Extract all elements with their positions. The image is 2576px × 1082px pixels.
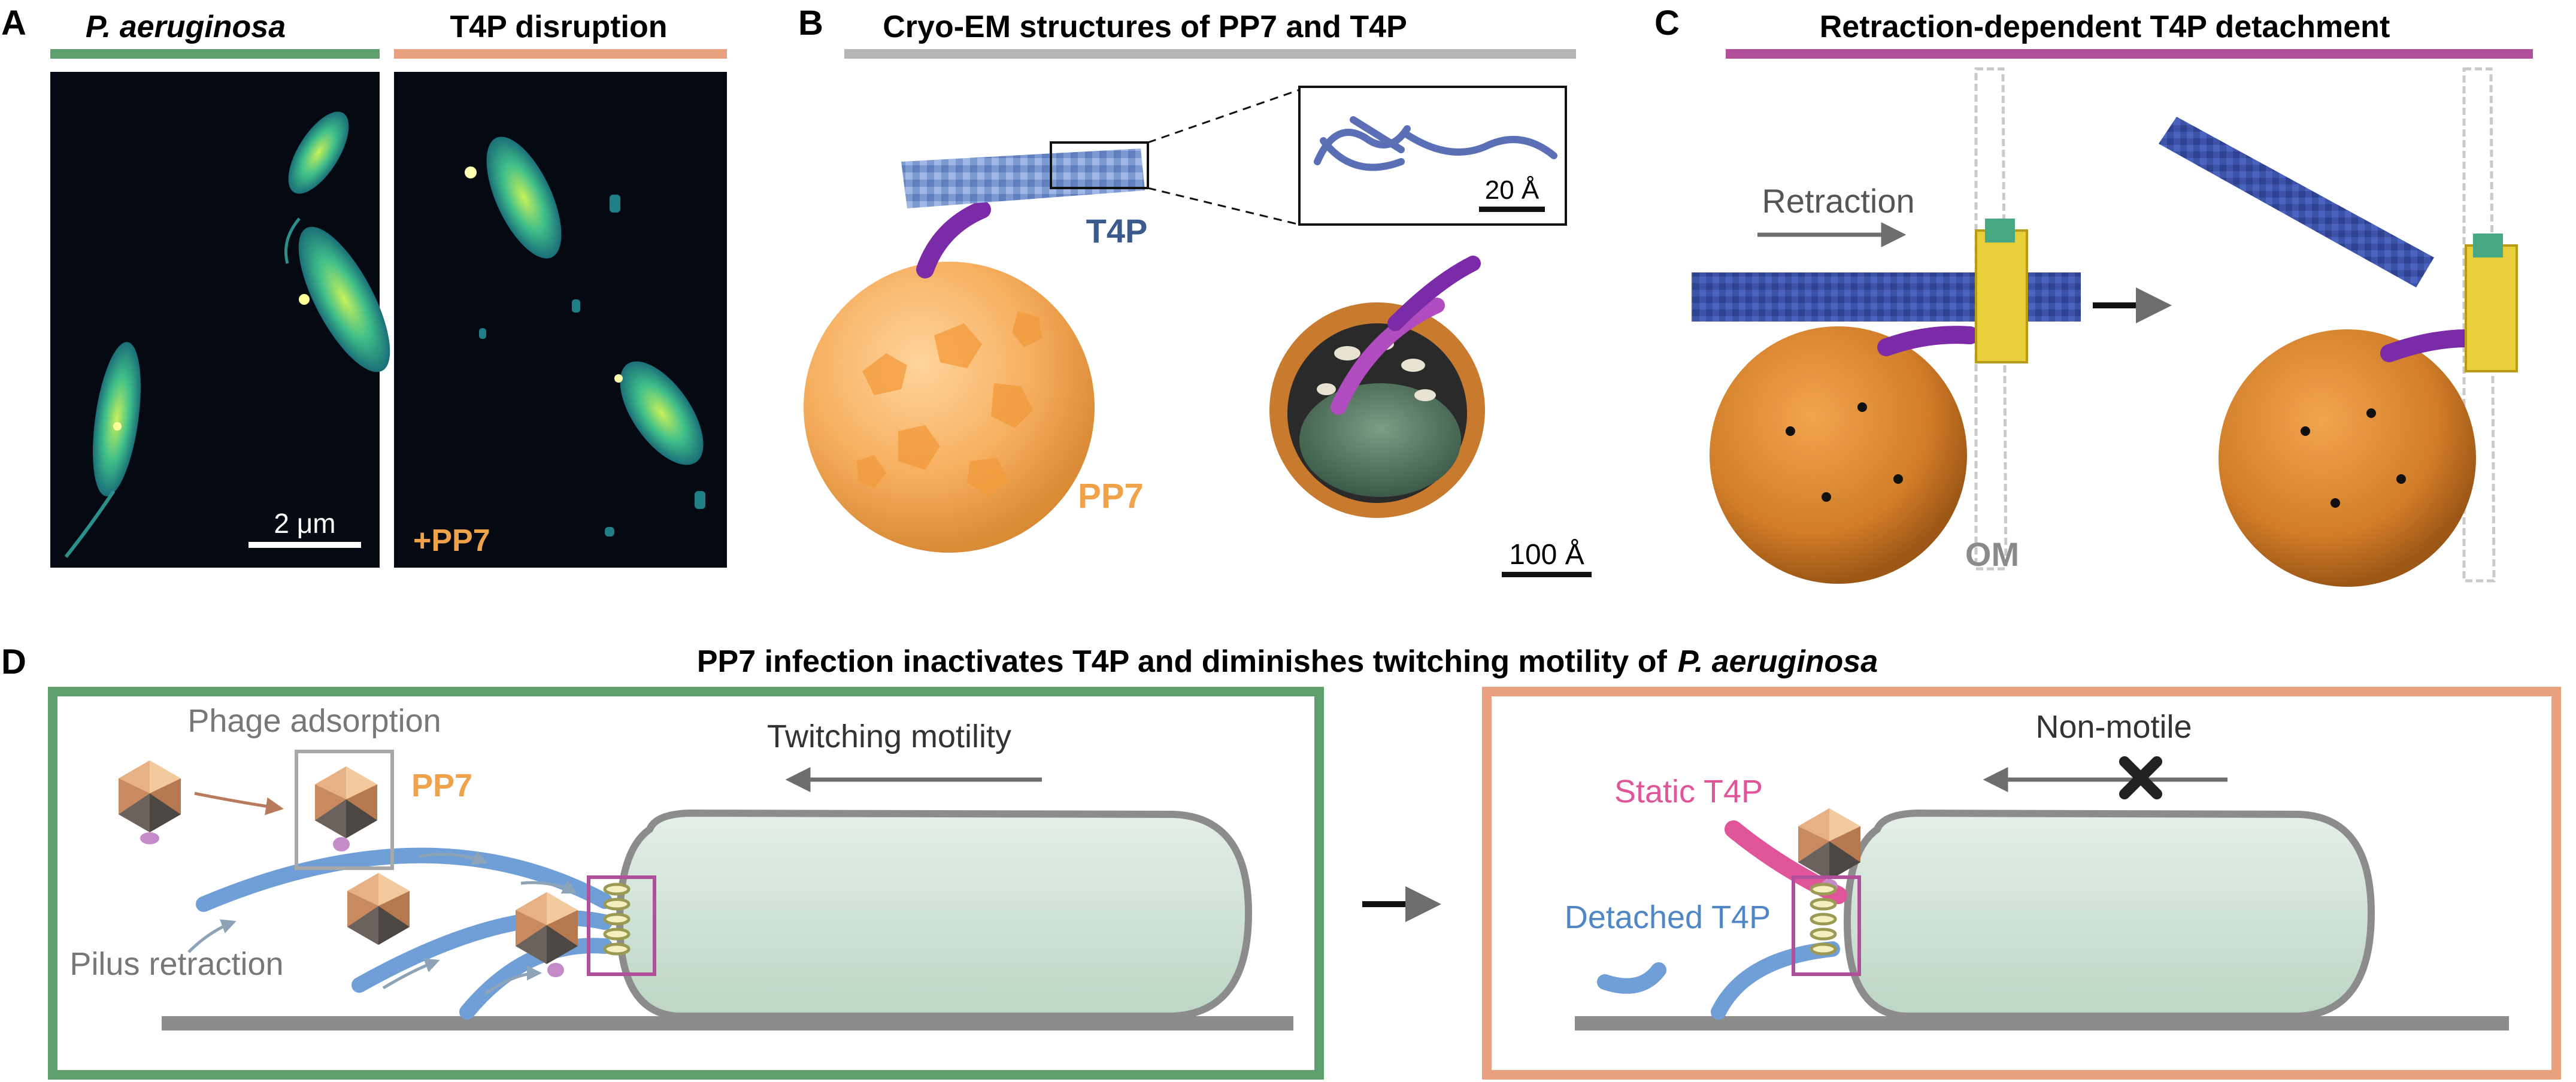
panel-d-title: PP7 infection inactivates T4P and dimini…: [697, 644, 1878, 679]
t4p-machinery-left: [603, 883, 631, 956]
inset-selection-box: [1050, 141, 1149, 189]
t4p-filament-detached: [2159, 117, 2434, 287]
adsorption-arrow: [194, 792, 284, 816]
treatment-label: +PP7: [413, 523, 490, 558]
panel-d-title-text: PP7 infection inactivates T4P and dimini…: [697, 644, 1668, 679]
blocked-cross-icon: [2119, 756, 2162, 799]
panel-a: A P. aeruginosa T4P disruption 2 μm: [1, 4, 727, 568]
t4p-machinery-box-right: [1792, 875, 1861, 976]
twitching-label: Twitching motility: [767, 719, 1011, 754]
bacterial-cell-left: [616, 809, 1253, 1020]
pilus-retraction-label: Pilus retraction: [69, 946, 283, 982]
capsid-pores-right: [2301, 408, 2406, 508]
pp7-infected-scenario-box: [1482, 687, 2561, 1080]
inset-scale-bar: [1479, 207, 1545, 212]
bacterial-cell-right: [1843, 809, 2375, 1020]
panel-b-bar: [844, 49, 1576, 59]
non-motile-label: Non-motile: [2035, 709, 2192, 745]
scale-bar-100a: [1502, 572, 1592, 577]
panel-b-title: Cryo-EM structures of PP7 and T4P: [883, 10, 1407, 44]
inset-scale-label: 20 Å: [1485, 175, 1539, 205]
panel-b: B Cryo-EM structures of PP7 and T4P T4P …: [798, 4, 1592, 577]
panel-a-letter: A: [1, 4, 26, 43]
retraction-label: Retraction: [1762, 182, 1914, 220]
panel-a-bar-salmon: [394, 49, 727, 59]
scale-bar-100a-label: 100 Å: [1509, 539, 1584, 571]
capsid-pores-left: [1786, 402, 1903, 502]
panel-c-bar: [1726, 49, 2533, 59]
pp7-capsid-released: [2219, 329, 2476, 587]
panel-d-title-species: P. aeruginosa: [1678, 644, 1878, 679]
panel-b-letter: B: [798, 4, 823, 43]
detached-t4p-label: Detached T4P: [1565, 899, 1771, 935]
panel-a-bar-green: [50, 49, 380, 59]
phage-adsorbed-2: [347, 873, 410, 945]
micrograph-untreated: [50, 72, 390, 568]
phage-adsorption-box: [295, 750, 394, 870]
scale-bar-2um: [248, 542, 361, 548]
panel-a-label-right: T4P disruption: [450, 10, 667, 44]
micrograph-pp7-treated: [394, 72, 727, 568]
panel-c: C Retraction-dependent T4P detachment Re…: [1654, 4, 2533, 587]
phage-adsorption-label: Phage adsorption: [187, 703, 441, 739]
t4p-label: T4P: [1086, 212, 1148, 250]
t4p-filament-structure: [901, 148, 1145, 208]
pilin-monomer-structure: [1314, 116, 1557, 171]
panel-c-letter: C: [1654, 4, 1680, 43]
detached-t4p-fragment: [1597, 962, 1666, 994]
secretion-machinery-left: [1975, 229, 2028, 363]
detached-t4p-attached: [1711, 941, 1840, 1020]
phage-adsorbed-3: [516, 892, 578, 977]
om-label: OM: [1965, 535, 2019, 573]
pp7-capsid-bound: [1710, 326, 1967, 584]
t4p-machinery-box-left: [587, 875, 656, 976]
static-t4p-label: Static T4P: [1614, 774, 1763, 810]
pp7-label: PP7: [1078, 477, 1144, 516]
t4p-machinery-right: [1810, 883, 1837, 956]
phage-free: [119, 760, 181, 844]
pp7-capsid-patches: [856, 311, 1042, 497]
pilus-top: [196, 847, 613, 912]
panel-d: D PP7 infection inactivates T4P and dimi…: [1, 642, 2561, 1080]
pp7-maturation-protein: [916, 201, 991, 278]
pp7-capsid-structure: [804, 262, 1095, 553]
secretion-machinery-right: [2465, 244, 2518, 372]
panel-a-label-left: P. aeruginosa: [86, 10, 286, 44]
scale-bar-2um-label: 2 μm: [274, 508, 335, 539]
phage-adsorbed-1: [315, 766, 377, 851]
pp7-label-d: PP7: [411, 768, 472, 804]
panel-d-letter: D: [1, 642, 26, 681]
wild-type-scenario-box: [48, 687, 1324, 1080]
pilus-bottom: [459, 938, 613, 1020]
panel-c-title: Retraction-dependent T4P detachment: [1820, 10, 2390, 44]
